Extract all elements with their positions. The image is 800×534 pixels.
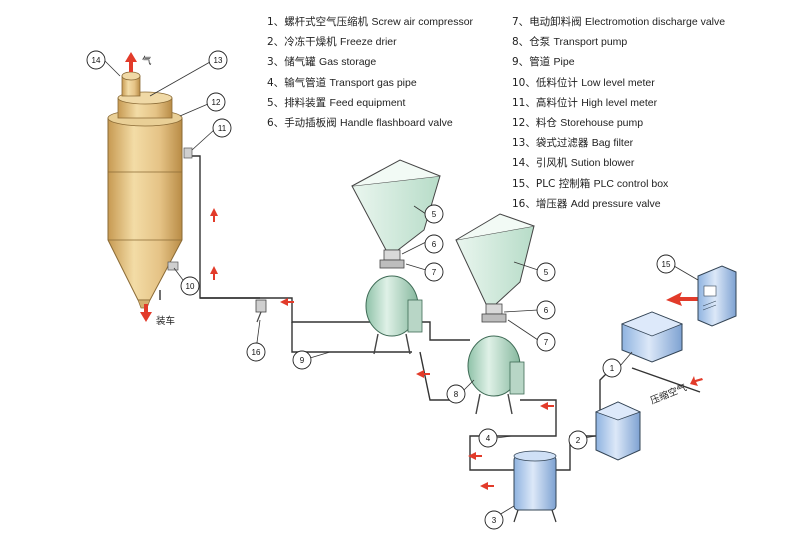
legend-item: 8、仓泵 Transport pump (512, 36, 628, 49)
svg-text:7: 7 (432, 268, 437, 277)
svg-text:4: 4 (486, 434, 491, 443)
legend-item: 3、储气罐 Gas storage (267, 56, 377, 69)
callout-2: 2 (568, 430, 588, 450)
callout-10: 10 (180, 276, 200, 296)
callout-7a: 7 (424, 262, 444, 282)
silo-storehouse (107, 71, 193, 309)
callout-9: 9 (292, 350, 312, 370)
gas-storage-tank (513, 450, 557, 523)
legend-item: 6、手动插板阀 Handle flashboard valve (267, 116, 453, 129)
legend-item: 5、排料装置 Feed equipment (267, 96, 406, 109)
legend-item: 15、PLC 控制箱 PLC control box (512, 177, 669, 190)
callout-5b: 5 (536, 262, 556, 282)
legend-item: 16、增压器 Add pressure valve (512, 197, 661, 210)
svg-text:11: 11 (218, 124, 227, 133)
freeze-drier (594, 401, 642, 461)
svg-text:13: 13 (214, 56, 223, 65)
callout-8: 8 (446, 384, 466, 404)
legend-item: 4、输气管道 Transport gas pipe (267, 76, 417, 89)
svg-text:5: 5 (544, 268, 549, 277)
legend-item: 7、电动卸料阀 Electromotion discharge valve (512, 16, 726, 28)
callout-3: 3 (484, 510, 504, 530)
legend-item: 13、袋式过滤器 Bag filter (512, 137, 634, 150)
svg-text:6: 6 (432, 240, 437, 249)
svg-text:10: 10 (186, 282, 195, 291)
svg-text:9: 9 (300, 356, 305, 365)
svg-text:2: 2 (576, 436, 581, 445)
legend-item: 12、料仓 Storehouse pump (512, 116, 644, 129)
callout-12: 12 (206, 92, 226, 112)
legend-column-left: 1、螺杆式空气压缩机 Screw air compressor 2、冷冻干燥机 … (267, 16, 473, 137)
svg-text:1: 1 (610, 364, 615, 373)
legend-item: 2、冷冻干燥机 Freeze drier (267, 36, 397, 49)
callout-16: 16 (246, 342, 266, 362)
compressed-air-label: 压缩空气 (649, 381, 689, 407)
svg-text:15: 15 (662, 260, 671, 269)
svg-text:6: 6 (544, 306, 549, 315)
svg-text:12: 12 (212, 98, 221, 107)
svg-text:14: 14 (92, 56, 101, 65)
transport-pump-b (455, 213, 535, 415)
legend-item: 14、引风机 Sution blower (512, 157, 635, 170)
transport-pump-a (351, 159, 441, 355)
callout-1: 1 (602, 358, 622, 378)
callout-11: 11 (212, 118, 232, 138)
callout-4: 4 (478, 428, 498, 448)
gas-out-label: 气 (142, 55, 152, 67)
screw-air-compressor (620, 311, 684, 363)
callout-14: 14 (86, 50, 106, 70)
add-pressure-valve (255, 299, 267, 323)
load-truck-label: 装车 (156, 315, 175, 327)
callout-15: 15 (656, 254, 676, 274)
callout-13: 13 (208, 50, 228, 70)
callout-markers: 14 13 12 11 10 16 9 5 6 7 5 6 7 8 4 3 2 … (86, 50, 676, 530)
plc-control-box (697, 265, 737, 327)
legend-column-right: 7、电动卸料阀 Electromotion discharge valve 8、… (512, 16, 725, 218)
svg-text:8: 8 (454, 390, 459, 399)
svg-text:16: 16 (252, 348, 261, 357)
callout-5a: 5 (424, 204, 444, 224)
callout-6b: 6 (536, 300, 556, 320)
svg-text:7: 7 (544, 338, 549, 347)
legend-item: 1、螺杆式空气压缩机 Screw air compressor (267, 16, 474, 28)
legend-item: 10、低料位计 Low level meter (512, 76, 655, 89)
legend-item: 11、高料位计 High level meter (512, 96, 658, 109)
legend-item: 9、管道 Pipe (512, 56, 575, 69)
svg-text:5: 5 (432, 210, 437, 219)
callout-7b: 7 (536, 332, 556, 352)
svg-text:3: 3 (492, 516, 497, 525)
callout-6a: 6 (424, 234, 444, 254)
